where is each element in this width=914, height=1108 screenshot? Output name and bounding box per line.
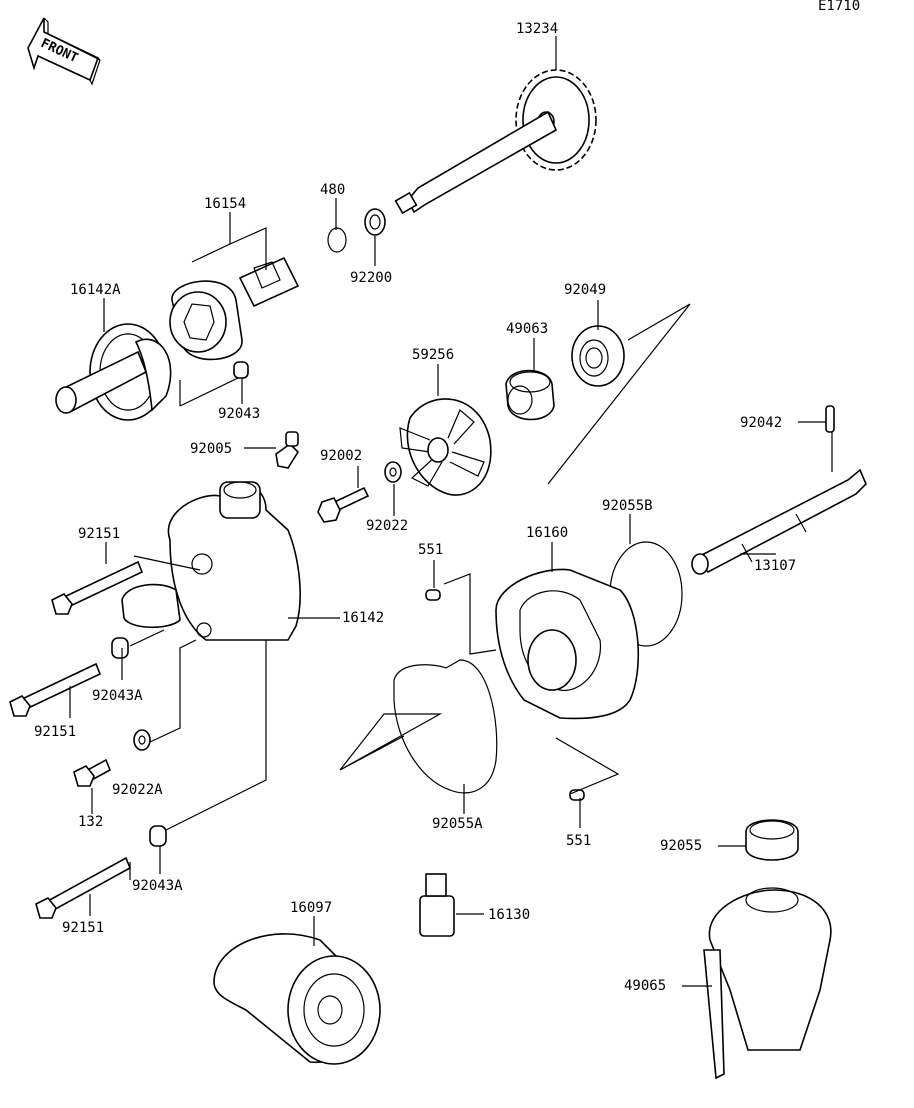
coupling-16154 bbox=[169, 256, 300, 361]
oil-strainer-49065 bbox=[703, 887, 832, 1080]
label-92042: 92042 bbox=[740, 415, 782, 431]
gasket-92055A bbox=[393, 659, 498, 794]
label-49065: 49065 bbox=[624, 978, 666, 994]
label-92055: 92055 bbox=[660, 838, 702, 854]
label-480: 480 bbox=[320, 182, 345, 198]
label-92151-lower: 92151 bbox=[62, 920, 104, 936]
dowel-pin-92043 bbox=[233, 361, 249, 379]
label-16142: 16142 bbox=[342, 610, 384, 626]
washer-92022A bbox=[133, 729, 151, 751]
oil-filter-16097 bbox=[213, 933, 381, 1065]
pin-551-upper bbox=[425, 589, 441, 601]
label-92043A-lower: 92043A bbox=[132, 878, 183, 894]
label-49063: 49063 bbox=[506, 321, 548, 337]
part-labels: 13234 480 92200 16154 16142A 92043 92049… bbox=[34, 21, 796, 994]
fitting-92005 bbox=[275, 431, 300, 469]
label-92002: 92002 bbox=[320, 448, 362, 464]
washer-92200 bbox=[364, 208, 386, 236]
label-13234: 13234 bbox=[516, 21, 558, 37]
label-551-upper: 551 bbox=[418, 542, 443, 558]
label-92022A: 92022A bbox=[112, 782, 163, 798]
label-132: 132 bbox=[78, 814, 103, 830]
bolt-92002 bbox=[317, 486, 370, 523]
label-92151-middle: 92151 bbox=[34, 724, 76, 740]
drive-gear-13234 bbox=[394, 69, 597, 215]
bolt-92151-middle bbox=[9, 662, 102, 717]
o-ring-92055 bbox=[745, 819, 799, 861]
label-16130: 16130 bbox=[488, 907, 530, 923]
label-92049: 92049 bbox=[564, 282, 606, 298]
seal-49063 bbox=[505, 369, 555, 421]
label-92200: 92200 bbox=[350, 270, 392, 286]
label-16142A: 16142A bbox=[70, 282, 121, 298]
fitting-16130 bbox=[419, 873, 455, 937]
label-92022: 92022 bbox=[366, 518, 408, 534]
label-92055B: 92055B bbox=[602, 498, 653, 514]
label-551-lower: 551 bbox=[566, 833, 591, 849]
dowel-pin-92043A-lower bbox=[149, 825, 167, 847]
shaft-13107 bbox=[691, 468, 867, 575]
bolt-92151-lower bbox=[35, 856, 132, 919]
pump-cover-16160 bbox=[495, 568, 640, 720]
label-92043: 92043 bbox=[218, 406, 260, 422]
label-92043A-upper: 92043A bbox=[92, 688, 143, 704]
washer-92022 bbox=[384, 461, 402, 483]
label-59256: 59256 bbox=[412, 347, 454, 363]
bearing-92049 bbox=[571, 325, 625, 387]
label-16154: 16154 bbox=[204, 196, 246, 212]
impeller-59256 bbox=[399, 398, 492, 496]
bolt-92151-upper bbox=[51, 560, 144, 615]
label-92055A: 92055A bbox=[432, 816, 483, 832]
label-92005: 92005 bbox=[190, 441, 232, 457]
front-arrow-icon: FRONT bbox=[27, 17, 101, 86]
diagram-code: E1710 bbox=[818, 0, 860, 14]
label-16097: 16097 bbox=[290, 900, 332, 916]
label-92151-upper: 92151 bbox=[78, 526, 120, 542]
label-16160: 16160 bbox=[526, 525, 568, 541]
pump-shaft-housing-16142A bbox=[55, 323, 172, 421]
leader-lines bbox=[69, 36, 833, 987]
bolt-132 bbox=[73, 758, 112, 787]
label-13107: 13107 bbox=[754, 558, 796, 574]
dowel-pin-92043A-upper bbox=[111, 637, 129, 659]
pump-body-16142 bbox=[121, 481, 301, 641]
pin-92042 bbox=[825, 405, 835, 433]
circlip-480 bbox=[327, 227, 347, 253]
